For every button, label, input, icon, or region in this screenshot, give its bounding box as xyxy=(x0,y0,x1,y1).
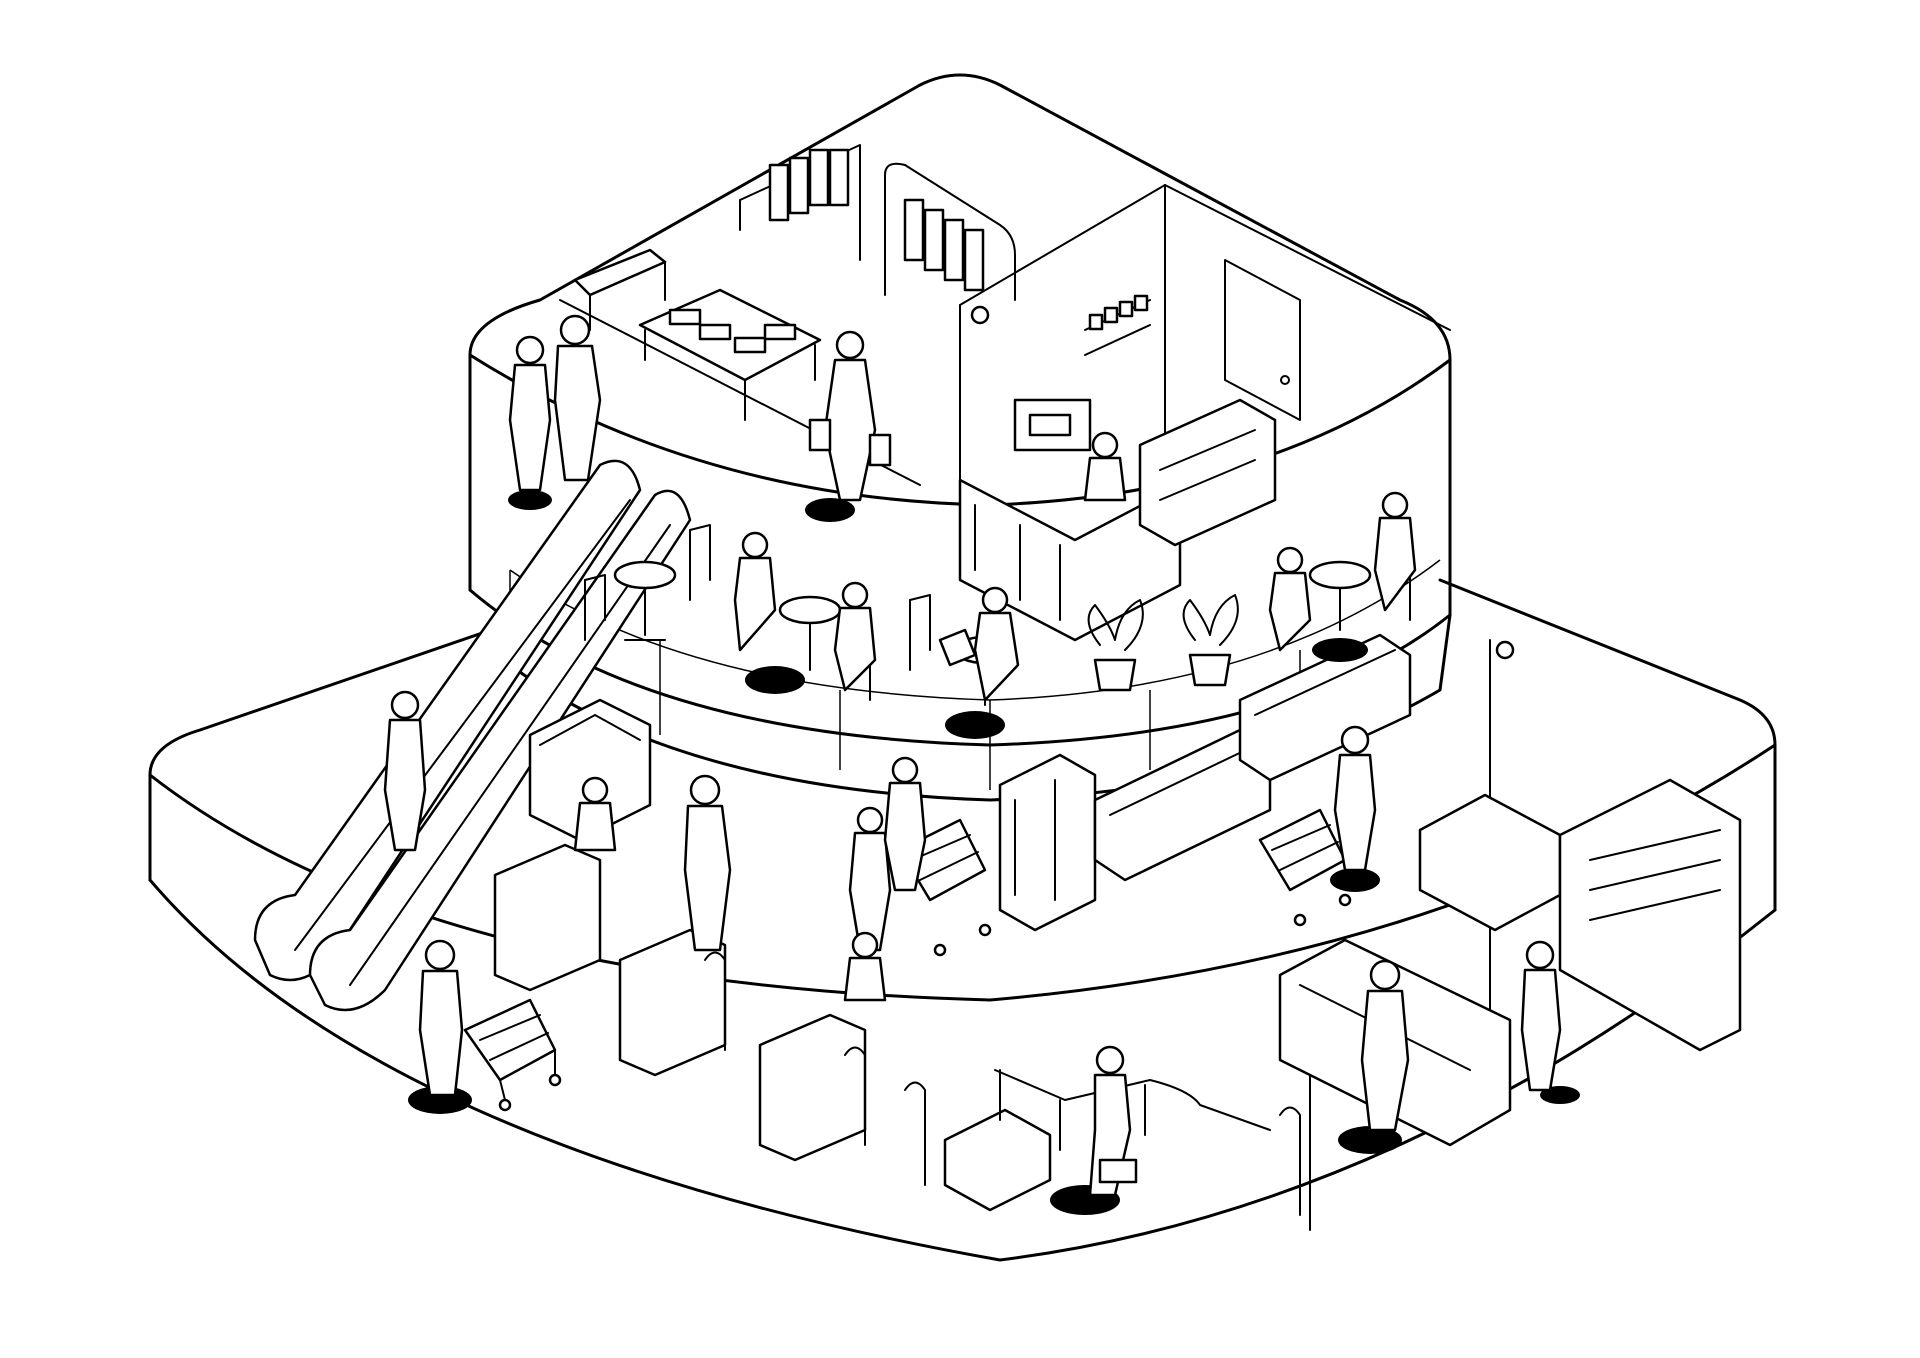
person-woman-with-basket-walking xyxy=(1088,1045,1138,1197)
ground-floor-ceiling-edge xyxy=(148,618,522,777)
ground-floor-ceiling-edge-right xyxy=(1438,578,1777,747)
potted-plant xyxy=(1087,599,1144,692)
clothes-hanging xyxy=(768,148,850,222)
person-shadow xyxy=(1338,1126,1402,1154)
chair xyxy=(909,594,931,671)
person-seated-cafe-right xyxy=(1268,491,1417,652)
shopping-cart xyxy=(1258,808,1352,927)
person-seated-laptop-user xyxy=(938,586,1020,702)
person-man-at-deli xyxy=(1360,959,1410,1132)
person-cashier xyxy=(573,776,617,852)
security-camera-icon xyxy=(970,305,990,325)
person-shadow xyxy=(1330,868,1380,892)
person-on-escalator-phone xyxy=(383,690,427,852)
chair xyxy=(584,574,606,641)
dairy-display-fridge xyxy=(1558,778,1742,1052)
partition-back-right xyxy=(1164,184,1451,331)
security-gate xyxy=(1279,1106,1301,1216)
person-seated-man xyxy=(833,581,877,692)
cafe-room-wall xyxy=(959,184,1166,306)
escalator-steps xyxy=(349,524,671,986)
person-woman-with-cart xyxy=(1333,725,1377,872)
potted-plant xyxy=(1182,594,1239,687)
freezer-unit xyxy=(1418,793,1562,932)
security-gate xyxy=(844,1046,866,1146)
clothing-section xyxy=(573,144,1016,421)
security-camera-icon xyxy=(1495,640,1515,660)
cafe-counter-body xyxy=(958,478,1182,642)
security-gate xyxy=(704,951,726,1051)
cafe-counter xyxy=(958,259,1515,660)
person-couple-shopping xyxy=(508,314,602,492)
balcony-top-rail xyxy=(509,559,1441,701)
freezer-chest xyxy=(1238,633,1412,782)
chair xyxy=(689,524,711,601)
shopping-cart xyxy=(463,998,562,1112)
cafe-table xyxy=(778,595,842,625)
cafe-table xyxy=(613,560,677,590)
escalator-left-handrail xyxy=(253,459,642,982)
escalator xyxy=(253,459,692,1012)
person-woman-shopping-deli xyxy=(1520,940,1562,1092)
person-cashier-2 xyxy=(843,931,887,1002)
refrigerated-section xyxy=(998,633,1742,1147)
person-shopper-with-basket xyxy=(848,756,927,952)
person-man-with-phone-and-cart xyxy=(418,939,464,1097)
person-shadow xyxy=(1312,638,1368,662)
person-shadow xyxy=(745,666,805,694)
ground-floor-base xyxy=(148,878,1777,1262)
person-barista xyxy=(1083,431,1127,502)
person-shopper-at-checkout xyxy=(683,774,732,952)
person-woman-with-shopping-bags xyxy=(808,330,892,502)
security-gate xyxy=(904,1081,926,1186)
person-shadow xyxy=(805,498,855,522)
cafe-seating xyxy=(584,524,1411,706)
checkout-counter xyxy=(618,928,727,1077)
checkout-counter xyxy=(493,843,602,992)
escalator-steps xyxy=(294,499,631,951)
checkout-counter xyxy=(758,1013,867,1162)
back-room-door xyxy=(1224,259,1301,421)
drinks-fridge xyxy=(998,753,1097,932)
queue-barrier xyxy=(994,1069,1271,1131)
clothes-rack xyxy=(884,162,1016,301)
shopping-basket-stack xyxy=(943,1108,1052,1212)
person-shadow xyxy=(508,490,552,510)
person-shadow xyxy=(945,711,1005,739)
escalator-right-handrail xyxy=(308,489,692,1012)
cafe-table xyxy=(1308,560,1372,590)
person-seated-woman xyxy=(733,531,777,652)
checkout-area xyxy=(493,698,1301,1216)
pastry-display-case xyxy=(1138,398,1277,547)
people xyxy=(383,314,1580,1215)
